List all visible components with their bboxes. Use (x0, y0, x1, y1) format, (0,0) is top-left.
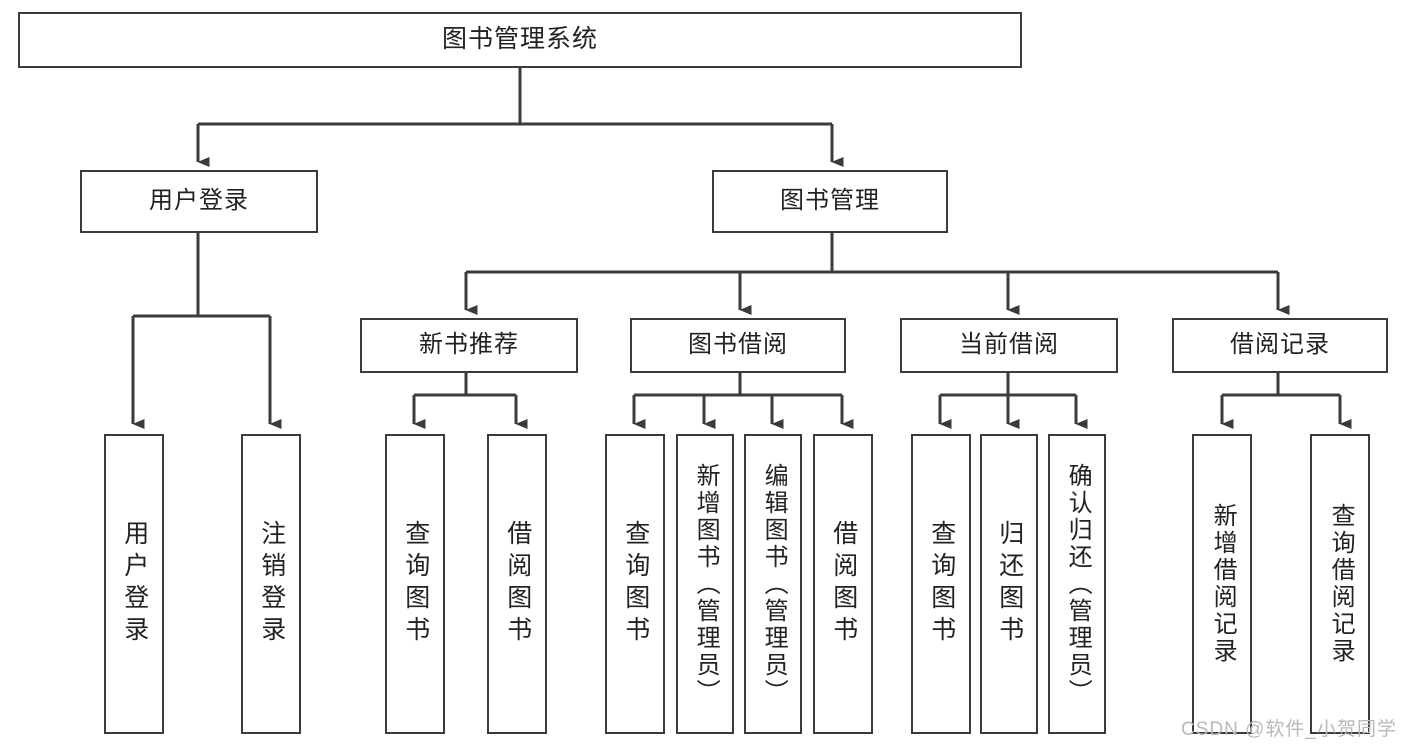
csdn-watermark: CSDN @软件_小贺同学 (1181, 719, 1397, 740)
node-leaf-query-book-3-label: 查询图书 (927, 520, 956, 648)
node-leaf-edit-book[interactable]: 编辑图书（管理员） (744, 434, 802, 734)
node-leaf-user-login-label: 用户登录 (120, 520, 149, 648)
node-leaf-query-book-1[interactable]: 查询图书 (385, 434, 445, 734)
node-leaf-edit-book-label: 编辑图书（管理员） (760, 462, 788, 706)
node-leaf-query-book-3[interactable]: 查询图书 (911, 434, 971, 734)
node-leaf-return-book[interactable]: 归还图书 (980, 434, 1038, 734)
node-leaf-confirm-return-label: 确认归还（管理员） (1064, 462, 1092, 706)
node-leaf-add-record-label: 新增借阅记录 (1209, 503, 1237, 665)
node-new-book-recommend[interactable]: 新书推荐 (360, 318, 578, 373)
node-new-book-recommend-label: 新书推荐 (419, 331, 519, 359)
node-leaf-query-book-2-label: 查询图书 (621, 520, 650, 648)
node-root[interactable]: 图书管理系统 (18, 12, 1022, 68)
node-leaf-confirm-return[interactable]: 确认归还（管理员） (1048, 434, 1106, 734)
node-book-borrow[interactable]: 图书借阅 (630, 318, 846, 373)
node-leaf-borrow-book-2-label: 借阅图书 (829, 520, 858, 648)
node-leaf-add-book[interactable]: 新增图书（管理员） (676, 434, 734, 734)
node-leaf-query-book-1-label: 查询图书 (401, 520, 430, 648)
node-leaf-return-book-label: 归还图书 (995, 520, 1024, 648)
node-leaf-borrow-book-1-label: 借阅图书 (503, 520, 532, 648)
node-user-login-label: 用户登录 (149, 187, 249, 215)
node-leaf-query-record-label: 查询借阅记录 (1327, 503, 1355, 665)
node-leaf-query-record[interactable]: 查询借阅记录 (1310, 434, 1370, 734)
node-leaf-add-record[interactable]: 新增借阅记录 (1192, 434, 1252, 734)
node-borrow-record-label: 借阅记录 (1230, 331, 1330, 359)
node-leaf-borrow-book-2[interactable]: 借阅图书 (813, 434, 873, 734)
node-root-label: 图书管理系统 (441, 25, 598, 54)
node-leaf-add-book-label: 新增图书（管理员） (692, 462, 720, 706)
node-leaf-query-book-2[interactable]: 查询图书 (605, 434, 665, 734)
node-leaf-user-login[interactable]: 用户登录 (104, 434, 164, 734)
node-book-manage-label: 图书管理 (780, 187, 880, 215)
node-book-manage[interactable]: 图书管理 (712, 170, 948, 233)
node-current-borrow-label: 当前借阅 (959, 331, 1059, 359)
node-book-borrow-label: 图书借阅 (688, 331, 788, 359)
node-leaf-user-logout-label: 注销登录 (257, 520, 286, 648)
node-user-login[interactable]: 用户登录 (80, 170, 318, 233)
node-leaf-user-logout[interactable]: 注销登录 (241, 434, 301, 734)
node-borrow-record[interactable]: 借阅记录 (1172, 318, 1388, 373)
node-current-borrow[interactable]: 当前借阅 (900, 318, 1118, 373)
node-leaf-borrow-book-1[interactable]: 借阅图书 (487, 434, 547, 734)
